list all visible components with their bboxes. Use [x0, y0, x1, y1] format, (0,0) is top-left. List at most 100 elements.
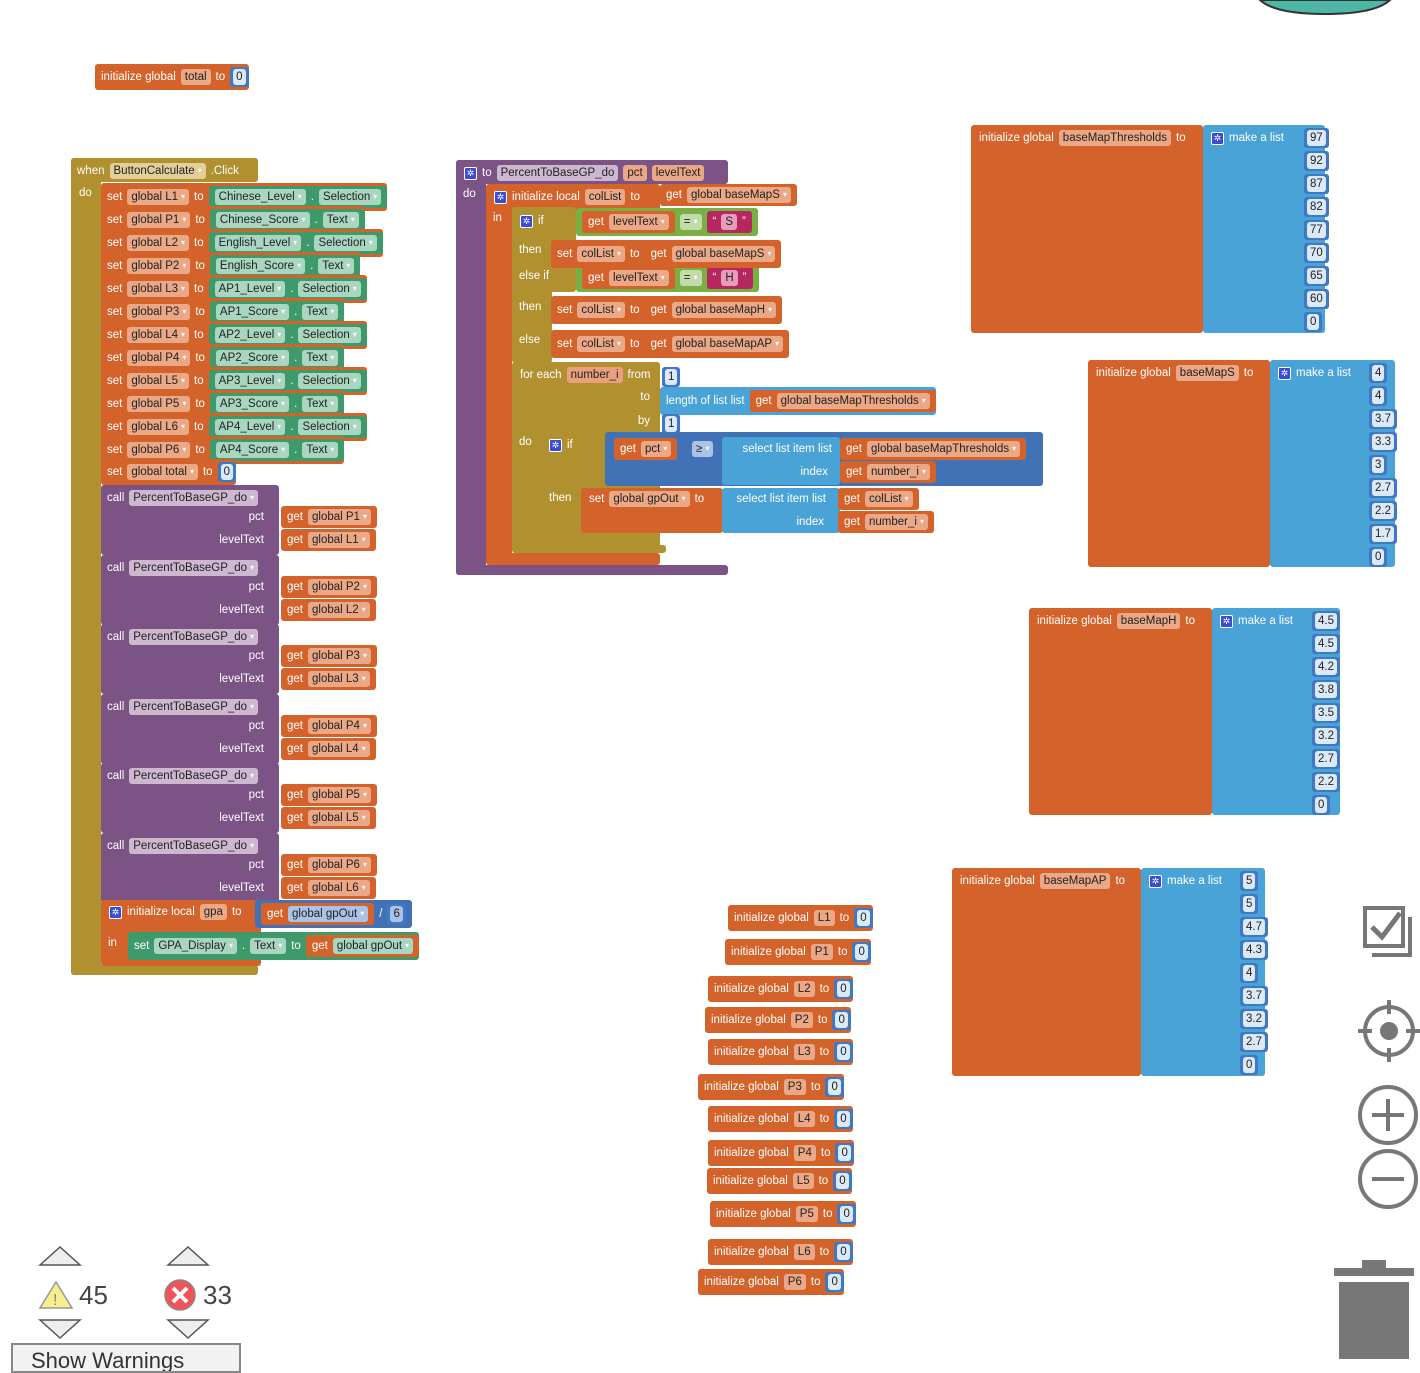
variable-dropdown[interactable]: global gpOut▾ [609, 491, 690, 507]
component-dropdown[interactable]: ButtonCalculate▾ [109, 163, 206, 179]
variable-dropdown[interactable]: levelText▾ [609, 270, 669, 286]
procedure-name[interactable]: PercentToBaseGP_do [496, 165, 619, 181]
variable-dropdown[interactable]: global P6▾ [308, 856, 371, 873]
variable-dropdown[interactable]: global L3▾ [127, 281, 190, 297]
number-block[interactable]: 82 [1304, 197, 1329, 217]
list-item[interactable]: 0 [1310, 793, 1332, 817]
number-block[interactable]: 2.2 [1312, 772, 1340, 792]
param-pct[interactable]: pct [623, 165, 647, 181]
list-item[interactable]: 0 [1238, 1053, 1260, 1077]
procedure-dropdown[interactable]: PercentToBaseGP_do▾ [129, 837, 259, 854]
number-value[interactable]: 3.7 [1372, 411, 1394, 427]
number-value[interactable]: 2.2 [1372, 503, 1394, 519]
list-item[interactable]: 2.2 [1310, 770, 1342, 794]
number-block[interactable]: 87 [1304, 174, 1329, 194]
number-block[interactable]: 4.5 [1312, 611, 1340, 631]
list-item[interactable]: 65 [1302, 264, 1331, 288]
number-block[interactable]: 2.7 [1312, 749, 1340, 769]
number-value[interactable]: 92 [1307, 153, 1326, 169]
number-block[interactable]: 4.2 [1312, 657, 1340, 677]
make-list-header[interactable]: ✲make a list [1214, 610, 1299, 632]
list-item[interactable]: 2.2 [1367, 499, 1399, 523]
number-block[interactable]: 0 [217, 462, 236, 482]
number-block[interactable]: 92 [1304, 151, 1329, 171]
number-value[interactable]: 0 [220, 464, 233, 480]
property-dropdown[interactable]: Selection▾ [318, 189, 382, 205]
variable-name[interactable]: L1 [813, 910, 835, 926]
variable-dropdown[interactable]: global baseMapS▾ [687, 187, 791, 203]
variable-dropdown[interactable]: number_i▾ [865, 514, 928, 530]
variable-dropdown[interactable]: global L5▾ [308, 810, 370, 826]
number-value[interactable]: 0 [857, 910, 870, 926]
param-leveltext[interactable]: levelText [651, 165, 705, 181]
number-block[interactable]: 0 [835, 1143, 854, 1163]
variable-dropdown[interactable]: global P1▾ [308, 509, 371, 525]
gear-icon[interactable]: ✲ [1220, 614, 1233, 628]
number-block[interactable]: 4.3 [1240, 940, 1268, 960]
number-value[interactable]: 2.2 [1315, 774, 1337, 790]
variable-dropdown[interactable]: global L6▾ [127, 419, 190, 435]
number-value[interactable]: 0 [233, 69, 246, 85]
number-block[interactable]: 2.2 [1369, 501, 1397, 521]
property-dropdown[interactable]: Text▾ [302, 442, 339, 458]
compare-operator[interactable]: =▾ [679, 270, 702, 286]
number-block[interactable]: 3.2 [1240, 1009, 1268, 1029]
variable-dropdown[interactable]: global gpOut▾ [288, 906, 369, 922]
make-list-header[interactable]: ✲make a list [1143, 870, 1228, 892]
number-value[interactable]: 0 [855, 944, 868, 960]
number-block[interactable]: 0 [834, 1042, 853, 1062]
number-block[interactable]: 0 [1304, 312, 1323, 332]
gear-icon[interactable]: ✲ [464, 166, 477, 180]
show-warnings-button[interactable]: Show Warnings [11, 1343, 241, 1373]
number-block[interactable]: 0 [825, 1272, 844, 1292]
text-block[interactable]: “S” [706, 211, 752, 233]
number-value[interactable]: 4.5 [1315, 636, 1337, 652]
number-block[interactable]: 2.7 [1240, 1032, 1268, 1052]
list-item[interactable]: 4.5 [1310, 632, 1342, 656]
property-dropdown[interactable]: Text▾ [322, 212, 359, 228]
number-value[interactable]: 5 [1243, 896, 1256, 912]
number-block[interactable]: 97 [1304, 128, 1329, 148]
procedure-dropdown[interactable]: PercentToBaseGP_do▾ [129, 490, 259, 506]
variable-name[interactable]: L4 [793, 1111, 815, 1127]
text-value[interactable]: S [721, 214, 738, 230]
number-block[interactable]: 0 [834, 1242, 853, 1262]
component-property-getter[interactable]: AP3_Level▾.Selection▾ [208, 370, 367, 392]
variable-dropdown[interactable]: global P3▾ [308, 648, 371, 664]
previous-error-arrow-icon[interactable] [166, 1245, 210, 1267]
property-dropdown[interactable]: Selection▾ [298, 419, 361, 435]
number-value[interactable]: 87 [1307, 176, 1326, 192]
procedure-dropdown[interactable]: PercentToBaseGP_do▾ [129, 629, 259, 645]
number-value[interactable]: 1 [665, 416, 678, 432]
number-value[interactable]: 3.7 [1243, 988, 1265, 1004]
component-property-getter[interactable]: AP2_Score▾.Text▾ [209, 347, 345, 369]
gear-icon[interactable]: ✲ [549, 438, 562, 452]
trash-icon[interactable] [1332, 1258, 1416, 1359]
variable-name[interactable]: baseMapH [1116, 613, 1181, 629]
property-dropdown[interactable]: Selection▾ [298, 327, 361, 343]
component-dropdown[interactable]: English_Score▾ [215, 258, 306, 274]
component-dropdown[interactable]: GPA_Display▾ [154, 938, 237, 954]
property-dropdown[interactable]: Text▾ [302, 304, 339, 320]
variable-dropdown[interactable]: global gpOut▾ [332, 938, 414, 954]
make-list-header[interactable]: ✲make a list [1205, 127, 1290, 149]
list-item[interactable]: 87 [1302, 172, 1331, 196]
variable-name[interactable]: baseMapThresholds [1058, 130, 1171, 146]
